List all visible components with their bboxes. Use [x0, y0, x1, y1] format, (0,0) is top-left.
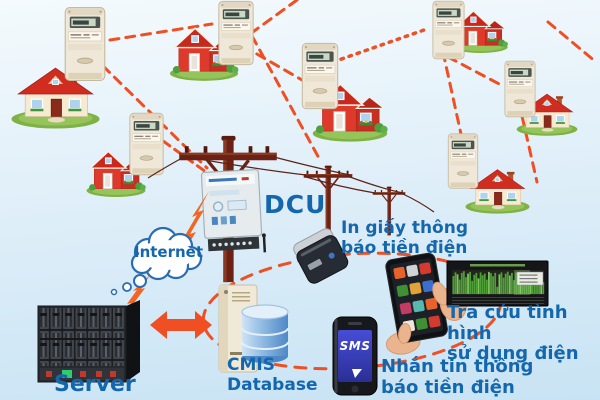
electric-meter: [64, 6, 106, 82]
power-lines: [147, 155, 435, 213]
electric-meter: [218, 0, 254, 66]
power-grid: [147, 134, 435, 284]
server-rack: [37, 300, 140, 383]
sms-notice-label: Nhắn tin thông báo tiền điện: [381, 356, 534, 398]
internet-cloud: [110, 226, 203, 296]
sms-phone: [332, 316, 378, 396]
electric-meter: [129, 112, 164, 176]
sms-screen-text: SMS: [339, 339, 371, 353]
sync-arrow: [150, 311, 212, 339]
dcu-antenna: [262, 236, 267, 253]
electric-meter: [432, 0, 465, 60]
mesh-network-lines: [101, 0, 598, 184]
electric-meter: [504, 60, 536, 118]
usage-chart: [446, 260, 549, 307]
database-cylinder-icon: [241, 304, 289, 363]
houses-and-meters: [10, 0, 578, 215]
left-thumb: [398, 323, 412, 344]
cmis-database-label: CMIS Database: [227, 355, 318, 395]
right-thumb: [432, 281, 449, 306]
portable-printer: [293, 228, 349, 284]
dcu-device: [200, 169, 267, 253]
internet-label: Internet: [134, 243, 204, 261]
chart-bars: [452, 271, 545, 294]
speech-bubble-tail: [352, 369, 362, 378]
server-label: Server: [54, 372, 136, 397]
electric-meter: [447, 133, 479, 189]
electric-meter: [301, 42, 339, 110]
usage-lookup-label: Tra cứu tình hình sử dụng điện: [447, 302, 579, 365]
dcu-label: DCU: [264, 190, 327, 219]
print-notice-label: In giấy thông báo tiền điện: [341, 218, 468, 258]
